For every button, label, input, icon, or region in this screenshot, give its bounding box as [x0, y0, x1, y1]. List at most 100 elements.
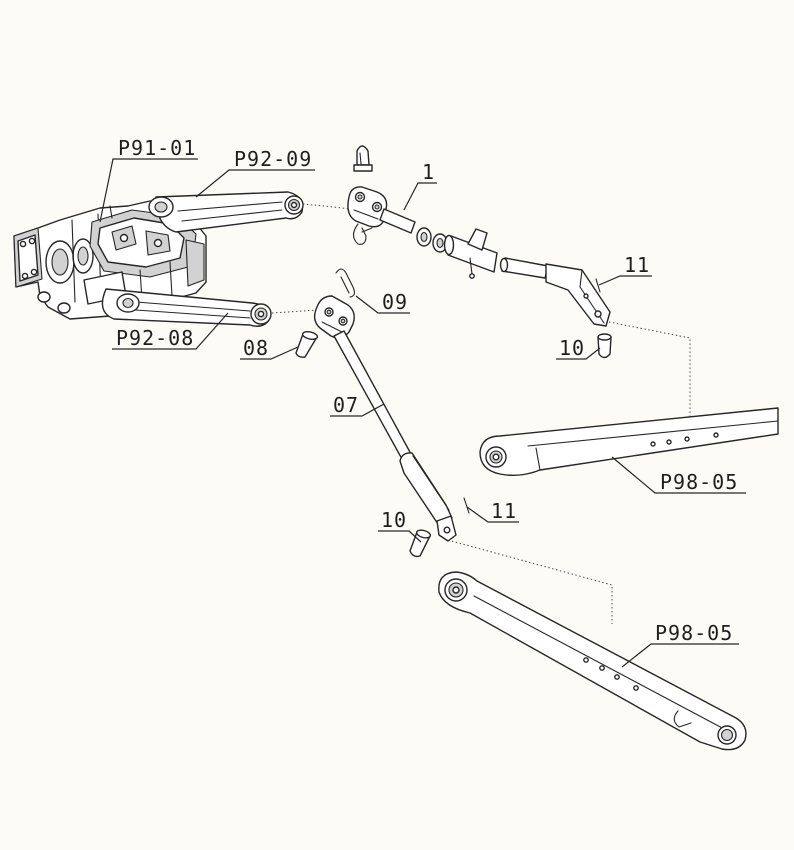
- adjust-hole: [666, 439, 672, 445]
- adjust-hole: [599, 665, 605, 671]
- adjust-hole: [614, 674, 620, 680]
- cotter-pin-upper: [595, 278, 601, 293]
- clevis-pin-10-lower: [409, 529, 432, 558]
- check-chain-hook: [673, 710, 692, 728]
- flange-bolt-hole: [30, 268, 38, 276]
- port-hole: [119, 233, 129, 243]
- pin-highlight: [359, 152, 362, 165]
- top-link-rod: [501, 257, 549, 279]
- barrel-chain-end: [469, 273, 475, 279]
- upper-arm-rib: [177, 201, 283, 212]
- leader-line-07: [330, 403, 385, 417]
- barrel-chain: [469, 257, 473, 275]
- yoke-hole-inner: [374, 204, 380, 210]
- label-part-1: 1: [422, 160, 435, 184]
- spring-clip-09: [335, 268, 356, 298]
- pin-head: [597, 333, 612, 341]
- assembly-line-top-link: [608, 321, 691, 420]
- barrel-handle: [467, 228, 488, 251]
- linch-pin-leg: [361, 227, 373, 233]
- flange-bolt-hole: [19, 240, 27, 248]
- yoke-hole-inner: [357, 194, 363, 200]
- fork-hole: [583, 293, 589, 299]
- lift-cylinder-bore: [77, 246, 89, 266]
- leader-line-08: [240, 346, 299, 360]
- adjust-hole: [684, 436, 690, 442]
- lower-link-face-edge: [527, 420, 779, 447]
- upper-arm-body: [155, 191, 304, 233]
- pin-body: [597, 336, 612, 359]
- pin-shank: [356, 145, 370, 166]
- adjust-hole: [583, 657, 589, 663]
- adjust-hole: [633, 685, 639, 691]
- clevis-hole-inner: [326, 309, 332, 315]
- flange-bolt-hole: [28, 237, 36, 245]
- lower-link-end-eye-bore: [720, 728, 734, 742]
- leader-line-p91-01: [99, 158, 198, 223]
- lock-nut-bore: [436, 237, 444, 249]
- label-p98-05-lower: P98-05: [655, 621, 733, 645]
- top-link-fork: [545, 263, 611, 327]
- lift-rod: [313, 295, 457, 542]
- lower-arm-rib: [135, 301, 251, 312]
- housing-foot: [37, 291, 51, 303]
- housing-seam: [71, 219, 76, 303]
- label-part-10-lower: 10: [381, 508, 407, 532]
- lower-lift-arm: [101, 288, 272, 327]
- leader-line-p98-05-upper: [611, 456, 746, 494]
- leader-line-1: [403, 182, 437, 211]
- leader-line-10-lower: [378, 530, 422, 543]
- leader-line-p92-08: [112, 312, 229, 350]
- cotter-pin-lower: [463, 497, 470, 514]
- upper-arm-rib: [181, 209, 283, 222]
- lower-link-face-edge: [535, 447, 541, 471]
- lift-rod-tube: [399, 452, 453, 527]
- linch-pin: [352, 223, 373, 245]
- lower-link-lower: [438, 571, 747, 751]
- lift-rod-fork-hole: [443, 526, 451, 534]
- top-link-rod: [379, 208, 416, 234]
- lower-link-eye-ball: [492, 453, 500, 461]
- label-part-11-lower: 11: [491, 499, 517, 523]
- lock-nut-bore: [420, 231, 428, 243]
- lower-link-eye-ball: [452, 586, 460, 594]
- leader-line-11-lower: [466, 506, 519, 523]
- pin-collar: [353, 164, 373, 172]
- assembly-line-lower-arm: [271, 309, 319, 314]
- barrel-end: [443, 234, 455, 256]
- top-link-assembly: [379, 208, 611, 327]
- lift-rod-clevis: [313, 295, 355, 339]
- label-part-08: 08: [243, 336, 269, 360]
- housing-foot: [57, 302, 71, 314]
- assembly-line-lift-rod: [447, 539, 613, 624]
- housing-side-block: [185, 239, 205, 287]
- label-part-10-upper: 10: [559, 336, 585, 360]
- leader-line-10-upper: [556, 347, 601, 360]
- lower-arm-rib: [135, 309, 251, 319]
- clevis-pin-08: [295, 331, 319, 358]
- rod-end: [499, 257, 509, 273]
- label-p92-09: P92-09: [234, 147, 312, 171]
- pin-head: [301, 331, 319, 340]
- lower-link-face-edge: [473, 595, 727, 731]
- leader-line-11-upper: [598, 275, 652, 286]
- linch-pin-loop: [352, 223, 367, 245]
- upper-lift-arm: [148, 191, 304, 233]
- label-p92-08: P92-08: [116, 326, 194, 350]
- lower-arm-boss-bore: [122, 297, 134, 309]
- assembly-line-upper-arm: [302, 203, 351, 210]
- upper-arm-eye-pin: [290, 201, 298, 209]
- upper-arm-boss-bore: [154, 201, 168, 213]
- flange-bolt-hole: [21, 272, 29, 280]
- housing-edge: [109, 205, 113, 219]
- leader-line-p92-09: [195, 169, 315, 198]
- adjust-hole: [713, 432, 719, 438]
- label-p91-01: P91-01: [118, 136, 196, 160]
- fork-hole: [594, 310, 602, 318]
- port-hole: [153, 238, 163, 248]
- housing-edge: [169, 261, 173, 297]
- lift-cylinder-bore: [51, 248, 69, 276]
- label-p98-05-upper: P98-05: [660, 470, 738, 494]
- leader-line-p98-05-lower: [621, 643, 739, 668]
